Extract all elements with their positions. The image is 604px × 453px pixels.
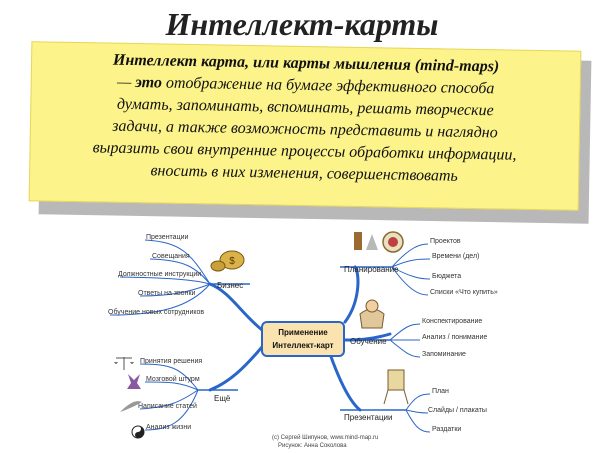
learning-item-1: Конспектирование: [422, 318, 482, 325]
planning-item-3: Бюджета: [432, 273, 461, 280]
more-item-4: Анализ жизни: [146, 424, 191, 431]
coins-icon: $: [210, 250, 245, 272]
more-item-1: Принятия решения: [140, 358, 202, 365]
branch-label-business: Бизнес: [217, 281, 243, 290]
branch-label-planning: Планирование: [344, 265, 399, 274]
presentations-item-1: План: [432, 388, 449, 395]
more-item-3: Написание статей: [138, 402, 197, 410]
presentations-item-2: Слайды / плакаты: [428, 406, 487, 414]
branch-label-presentations: Презентации: [344, 413, 392, 422]
branch-line-presentations: [328, 352, 362, 412]
presentations-item-3: Раздатки: [432, 426, 461, 433]
business-item-1: Презентации: [146, 234, 188, 241]
more-leaf-lines: [139, 363, 199, 431]
credit-line-2: Рисунок: Анна Соколова: [278, 443, 347, 449]
student-icon: [359, 299, 385, 329]
planning-item-4: Списки «Что купить»: [430, 289, 498, 296]
learning-item-3: Запоминание: [422, 351, 466, 358]
branch-line-more: [208, 345, 264, 392]
target-icon: [354, 231, 404, 253]
business-item-3: Должностные инструкции: [118, 271, 201, 278]
branch-line-planning: [343, 265, 360, 324]
business-item-4: Ответы на звонки: [138, 290, 196, 297]
branch-line-business: [208, 282, 264, 332]
learning-leaf-lines: [389, 323, 421, 358]
center-node: [261, 321, 345, 357]
credit-line-1: (c) Сергей Шипунов, www.mind-map.ru: [272, 434, 378, 441]
center-label-2: Интеллект-карт: [272, 341, 333, 350]
quill-icon: [120, 401, 142, 412]
more-item-2: Мозговой штурм: [146, 375, 200, 383]
planning-item-2: Времени (дел): [432, 253, 479, 260]
definition-card: Интеллект карта, или карты мышления (min…: [28, 41, 582, 211]
learning-item-2: Анализ / понимание: [422, 334, 487, 341]
svg-text:$: $: [229, 256, 235, 267]
planning-leaf-lines: [391, 243, 431, 296]
business-leaf-lines: [109, 239, 211, 316]
business-item-2: Совещания: [152, 253, 190, 260]
center-label-1: Применение: [278, 328, 328, 337]
yin-yang-icon: [131, 425, 145, 439]
planning-item-1: Проектов: [430, 238, 461, 245]
brainstorm-figure-icon: [127, 374, 141, 389]
presentations-leaf-lines: [405, 393, 431, 433]
branch-label-learning: Обучение: [350, 337, 387, 346]
page-title: Интеллект-карты: [165, 6, 439, 42]
scales-icon: [114, 357, 134, 370]
business-item-5: Обучение новых сотрудников: [108, 308, 204, 316]
branch-label-more: Ещё: [214, 394, 231, 403]
mind-map: Применение Интеллект-карт Бизнес Планиро…: [108, 231, 498, 449]
branch-underlines: [198, 266, 406, 411]
easel-icon: [383, 369, 409, 405]
